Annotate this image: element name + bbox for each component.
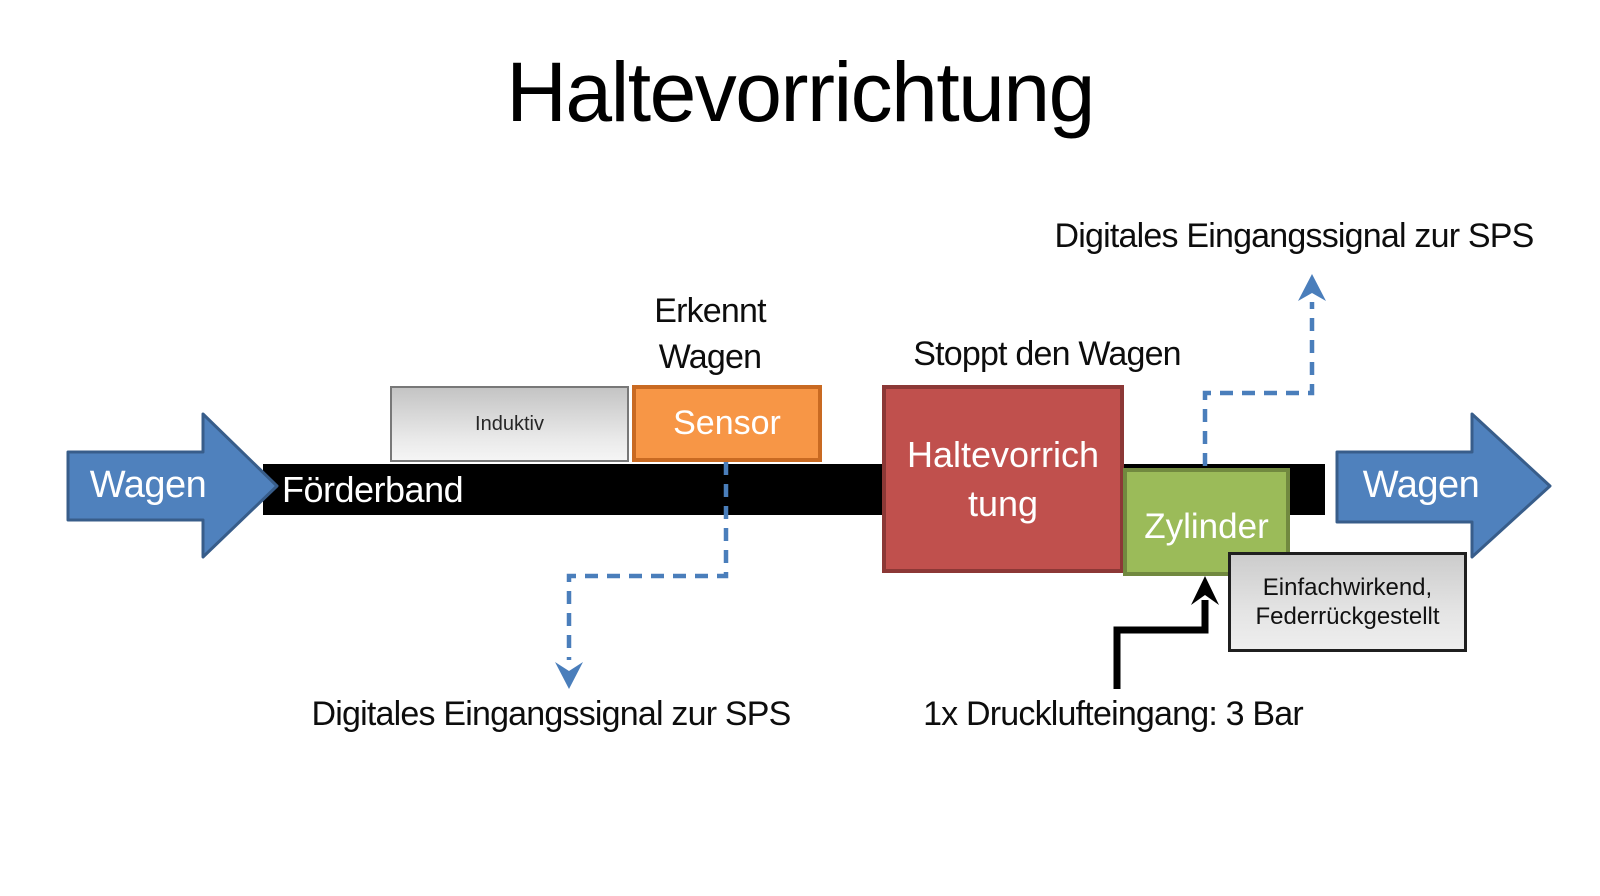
holder-box: Haltevorrich tung [882, 385, 1124, 573]
page-title: Haltevorrichtung [506, 45, 1095, 139]
sensor-box: Sensor [632, 385, 822, 462]
sensor-caption-line2: Wagen [658, 338, 762, 376]
holder-label-line1: Haltevorrich [906, 434, 1100, 475]
air-input-label: 1x Drucklufteingang: 3 Bar [923, 695, 1304, 733]
holder-label-line2: tung [967, 483, 1039, 524]
sensor-label: Sensor [673, 404, 781, 442]
cylinder-label: Zylinder [1144, 507, 1269, 546]
signal-label-top: Digitales Eingangssignal zur SPS [1054, 217, 1534, 255]
cylinder-note-line2: Federrückgestellt [1255, 603, 1440, 630]
inductive-label: Induktiv [475, 412, 544, 435]
air-input-connector [1113, 600, 1209, 689]
sensor-caption-line1: Erkennt [654, 292, 766, 330]
inductive-box: Induktiv [390, 386, 629, 462]
conveyor-belt-label: Förderband [282, 468, 464, 510]
cylinder-note-line1: Einfachwirkend, [1262, 574, 1433, 601]
cart-right-label: Wagen [1362, 464, 1480, 506]
signal-arrowhead-up-icon [1298, 274, 1326, 301]
air-arrowhead-up-icon [1191, 576, 1219, 605]
sensor-caption: Erkennt Wagen [654, 288, 766, 380]
signal-connector-top [1202, 302, 1315, 466]
signal-arrowhead-down-icon [555, 662, 583, 689]
cylinder-note-box: Einfachwirkend, Federrückgestellt [1228, 552, 1467, 652]
cart-left-label: Wagen [89, 464, 207, 506]
signal-label-bottom: Digitales Eingangssignal zur SPS [311, 695, 791, 733]
holder-caption: Stoppt den Wagen [913, 335, 1181, 373]
